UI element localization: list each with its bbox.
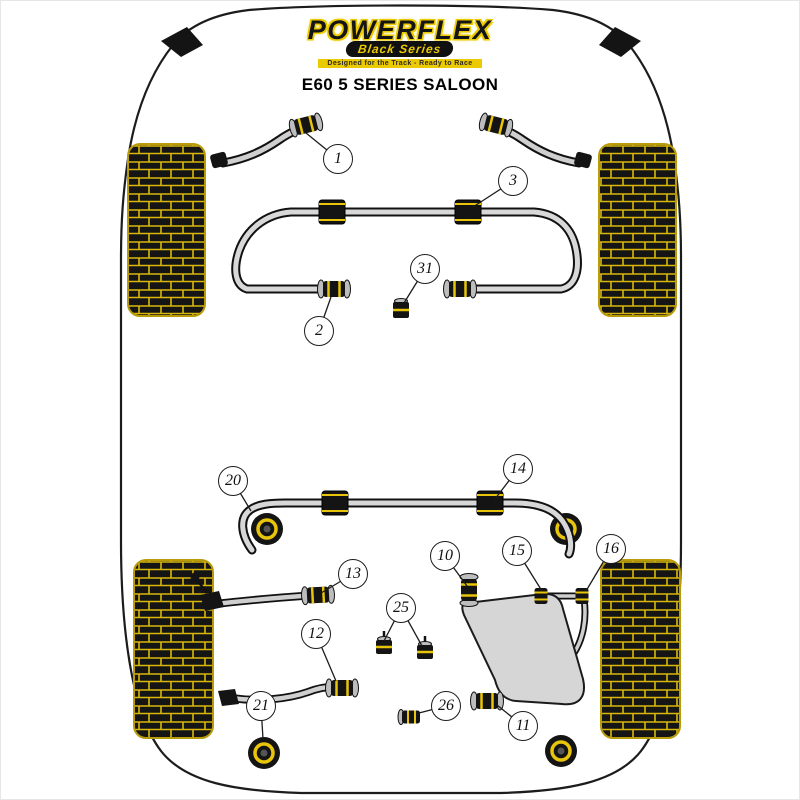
callout-20: 20 xyxy=(218,466,248,496)
front-upper-arm-right xyxy=(476,111,592,169)
callout-11: 11 xyxy=(508,711,538,741)
rear-anti-roll-bar xyxy=(238,490,576,559)
callout-12: 12 xyxy=(301,619,331,649)
callout-1: 1 xyxy=(323,144,353,174)
callout-15: 15 xyxy=(502,536,532,566)
front-upper-arm-left xyxy=(210,111,326,169)
drop-link-bushing-2 xyxy=(316,278,352,300)
callout-21: 21 xyxy=(246,691,276,721)
front-anti-roll-bar xyxy=(231,199,582,300)
mount-bushing-rear-left-upper xyxy=(249,511,285,547)
mount-bushing-rear-right-lower xyxy=(543,733,579,769)
bushing-26 xyxy=(397,709,420,725)
callout-13: 13 xyxy=(338,559,368,589)
callout-25: 25 xyxy=(386,593,416,623)
tire-rear-right xyxy=(600,559,681,739)
callout-31: 31 xyxy=(410,254,440,284)
tire-front-right xyxy=(598,143,677,317)
tire-rear-left xyxy=(133,559,214,739)
right-mirror xyxy=(599,27,641,57)
arb-bushing-front-left xyxy=(318,199,346,225)
rear-upright-assembly xyxy=(458,572,590,712)
rear-toe-arm xyxy=(190,572,337,611)
tire-front-left xyxy=(127,143,206,317)
callout-10: 10 xyxy=(430,541,460,571)
left-mirror xyxy=(161,27,203,57)
bushing-25-right xyxy=(417,636,433,659)
callout-2: 2 xyxy=(304,316,334,346)
callout-3: 3 xyxy=(498,166,528,196)
lower-bushing-11 xyxy=(469,690,505,712)
callout-16: 16 xyxy=(596,534,626,564)
bushing-25-left xyxy=(376,631,392,654)
drop-link-bushing-right xyxy=(442,278,478,300)
clamp-bushing-31 xyxy=(393,298,409,318)
callout-26: 26 xyxy=(431,691,461,721)
mount-bushing-21 xyxy=(246,735,282,771)
upright-bushing-10 xyxy=(458,572,480,608)
callout-14: 14 xyxy=(503,454,533,484)
arm-bushing-12 xyxy=(324,677,360,699)
arb-bushing-rear-left xyxy=(321,490,349,516)
